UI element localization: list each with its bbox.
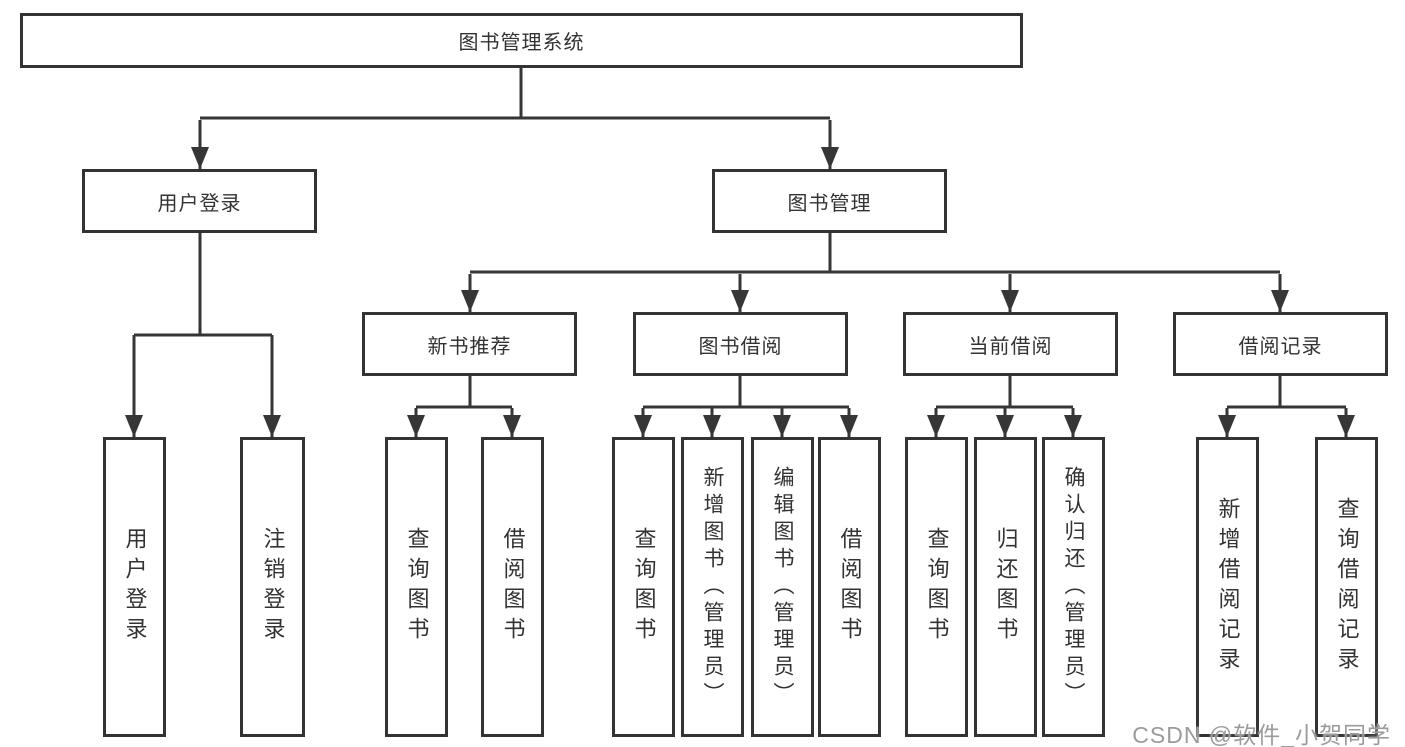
node-borrowing-records: 借阅记录 (1173, 312, 1388, 376)
node-new-book-recommend: 新书推荐 (362, 312, 577, 376)
leaf-logout: 注销登录 (240, 437, 305, 737)
node-book-management: 图书管理 (712, 169, 947, 233)
node-current-borrowing: 当前借阅 (903, 312, 1118, 376)
csdn-watermark: CSDN @软件_小贺同学 (1132, 722, 1391, 747)
node-root-system: 图书管理系统 (20, 13, 1023, 68)
leaf-add-borrow-record: 新增借阅记录 (1196, 437, 1259, 737)
leaf-query-books-borrowing: 查询图书 (612, 437, 675, 737)
leaf-add-book-admin: 新增图书（管理员） (681, 437, 744, 737)
node-user-login: 用户登录 (82, 169, 317, 233)
leaf-return-book: 归还图书 (974, 437, 1037, 737)
node-book-borrowing: 图书借阅 (633, 312, 848, 376)
leaf-borrow-books-recommend: 借阅图书 (481, 437, 544, 737)
leaf-query-books-current: 查询图书 (905, 437, 968, 737)
leaf-query-books-recommend: 查询图书 (385, 437, 448, 737)
leaf-confirm-return-admin: 确认归还（管理员） (1042, 437, 1105, 737)
leaf-borrow-books-borrowing: 借阅图书 (818, 437, 881, 737)
leaf-query-borrow-record: 查询借阅记录 (1315, 437, 1378, 737)
leaf-user-login: 用户登录 (103, 437, 166, 737)
leaf-edit-book-admin: 编辑图书（管理员） (751, 437, 814, 737)
